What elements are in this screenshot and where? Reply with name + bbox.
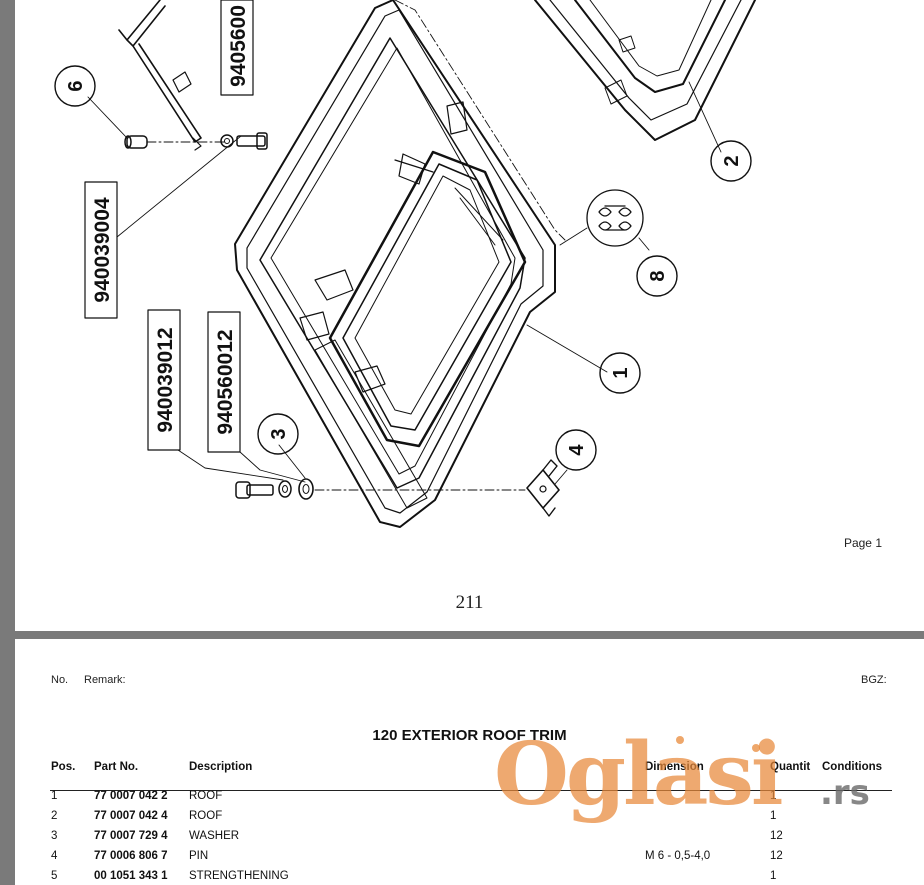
cell-description: ROOF <box>189 810 223 822</box>
cell-description: WASHER <box>189 830 240 842</box>
cell-quantity: 1 <box>770 790 777 802</box>
part-label-box-3 <box>147 309 181 451</box>
pin-part <box>526 459 560 517</box>
callout-circle-8 <box>636 255 678 297</box>
strengthening-bar-part <box>118 0 202 151</box>
cell-part-no: 00 1051 343 1 <box>94 870 168 882</box>
part-label-box-4 <box>207 311 241 453</box>
column-header-conditions: Conditions <box>822 761 883 773</box>
part-label-box-1 <box>220 0 254 96</box>
cell-pos: 4 <box>51 850 58 862</box>
watermark-tld: .rs <box>820 773 870 813</box>
parts-list-page: No. Remark: BGZ: 120 EXTERIOR ROOF TRIM … <box>15 639 924 885</box>
cell-part-no: 77 0007 042 4 <box>94 810 168 822</box>
watermark-dot <box>752 744 760 752</box>
callout-2: 2 <box>721 155 743 166</box>
roof-panel-part-2 <box>534 0 756 141</box>
callout-circle-6 <box>54 65 96 107</box>
cell-part-no: 77 0007 729 4 <box>94 830 168 842</box>
part-label-4: 940560012 <box>214 329 237 434</box>
callout-circle-4 <box>555 429 597 471</box>
column-header-pos: Pos. <box>51 761 76 773</box>
callout-3: 3 <box>268 428 290 439</box>
callout-1: 1 <box>610 367 632 378</box>
callout-circle-3 <box>257 413 299 455</box>
part-label-1: 9405600 <box>227 5 250 87</box>
page-number: 211 <box>455 592 484 613</box>
page-gap <box>15 631 924 639</box>
cell-pos: 5 <box>51 870 58 882</box>
watermark-logo: Oglasi <box>494 724 784 825</box>
column-header-part-no: Part No. <box>94 761 139 773</box>
cell-quantity: 12 <box>770 850 783 862</box>
clip-part <box>586 189 644 247</box>
cell-description: PIN <box>189 850 209 862</box>
cell-dimension: M 6 - 0,5-4,0 <box>645 850 711 862</box>
column-header-quantity: Quantit <box>770 761 811 773</box>
callout-4: 4 <box>566 444 588 456</box>
roof-panel-part <box>234 0 556 528</box>
bolt-bottom <box>235 478 314 500</box>
diagram-page: 6 2 8 1 3 4 9405600 940039004 940039012 … <box>15 0 924 631</box>
cell-quantity: 1 <box>770 810 777 822</box>
cell-pos: 2 <box>51 810 58 822</box>
cell-description: ROOF <box>189 790 223 802</box>
column-header-description: Description <box>189 761 253 773</box>
header-rule <box>50 790 892 791</box>
part-label-2: 940039004 <box>91 197 114 302</box>
part-label-box-2 <box>84 181 118 319</box>
cell-part-no: 77 0007 042 2 <box>94 790 168 802</box>
callout-circle-1 <box>599 352 641 394</box>
part-label-3: 940039012 <box>154 327 177 432</box>
cell-pos: 1 <box>51 790 58 802</box>
header-remark: Remark: <box>84 674 126 686</box>
cell-quantity: 12 <box>770 830 783 842</box>
page-footer-label: Page 1 <box>843 536 882 550</box>
cell-part-no: 77 0006 806 7 <box>94 850 168 862</box>
section-title: 120 EXTERIOR ROOF TRIM <box>372 727 567 744</box>
watermark-dot <box>676 736 684 744</box>
cell-quantity: 1 <box>770 870 777 882</box>
callout-circle-2 <box>710 140 752 182</box>
cell-pos: 3 <box>51 830 58 842</box>
bolt-top <box>124 132 268 150</box>
cell-description: STRENGTHENING <box>189 870 289 882</box>
column-header-dimension: Dimension <box>645 761 704 773</box>
header-no: No. <box>51 674 69 686</box>
callout-6: 6 <box>65 80 87 91</box>
callout-8: 8 <box>647 270 669 281</box>
header-bgz: BGZ: <box>861 674 887 686</box>
roof-exploded-diagram: 6 2 8 1 3 4 9405600 940039004 940039012 … <box>54 0 756 528</box>
